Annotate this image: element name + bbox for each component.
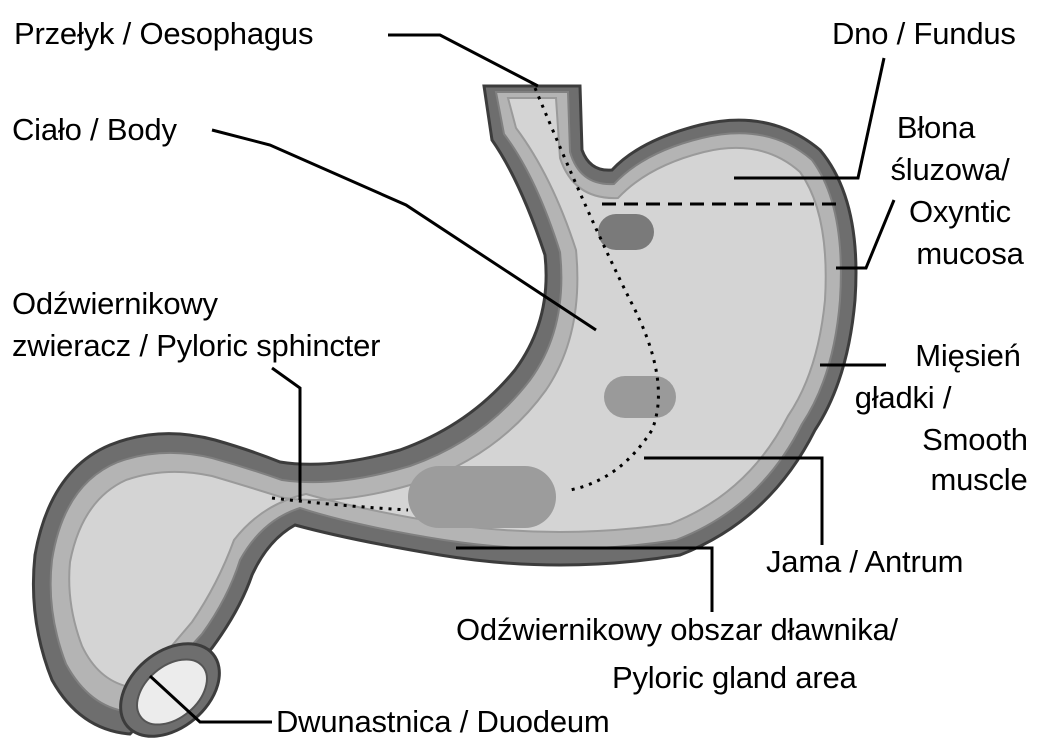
label-muscle-line4: muscle	[904, 462, 1054, 498]
label-duodenum: Dwunastnica / Duodeum	[276, 704, 610, 740]
label-gland-area-line2: Pyloric gland area	[612, 660, 857, 696]
label-sphincter-line1: Odźwiernikowy	[12, 286, 218, 322]
label-oxyntic-line1: Błona	[886, 110, 986, 146]
label-gland-area-line1: Odźwiernikowy obszar dławnika/	[456, 612, 898, 648]
label-muscle-line1: Mięsień	[888, 338, 1048, 374]
label-oxyntic-line4: mucosa	[898, 236, 1042, 272]
label-muscle-line2: gładki /	[818, 380, 988, 416]
label-sphincter-line2: zwieracz / Pyloric sphincter	[12, 328, 380, 364]
label-oxyntic-line3: Oxyntic	[900, 194, 1020, 230]
antrum-gland-patch	[408, 466, 556, 528]
label-muscle-line3: Smooth	[900, 422, 1050, 458]
label-fundus: Dno / Fundus	[832, 16, 1016, 52]
label-body: Ciało / Body	[12, 112, 177, 148]
body-gland-patch	[604, 376, 676, 418]
label-oxyntic-line2: śluzowa/	[880, 152, 1020, 188]
label-antrum: Jama / Antrum	[766, 544, 963, 580]
label-oesophagus: Przełyk / Oesophagus	[14, 16, 313, 52]
leader-oesophagus	[388, 35, 538, 86]
oxyntic-gland-patch	[598, 214, 654, 250]
